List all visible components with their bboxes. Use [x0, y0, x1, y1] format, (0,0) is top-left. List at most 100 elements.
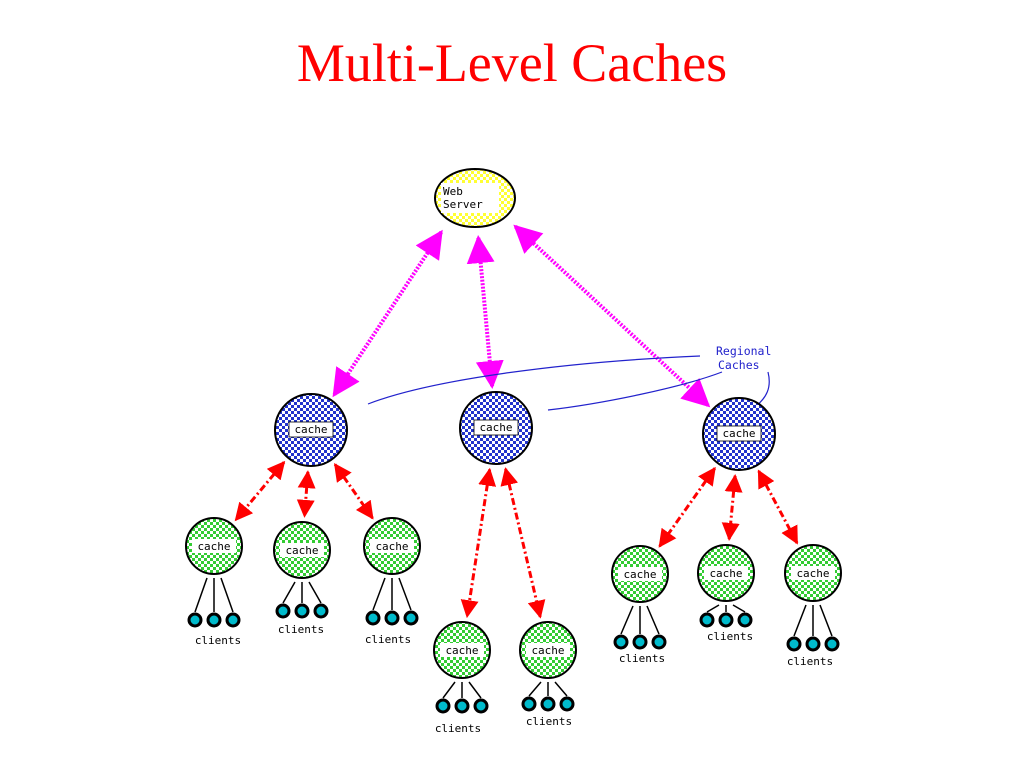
clients-label: clients [435, 722, 481, 735]
annotation-line1: Regional [716, 344, 771, 358]
server-regional-link-3 [513, 224, 711, 408]
client-icon [384, 610, 400, 626]
client-wire [194, 577, 208, 613]
regional-cache-label-box [288, 421, 334, 438]
local-cache-label: cache [197, 540, 230, 553]
client-wire [308, 581, 322, 604]
client-icon [737, 612, 753, 628]
web-server-label-line2: Server [443, 198, 483, 211]
client-wire [620, 605, 634, 635]
annotation-curve-left [367, 355, 701, 405]
regional-local-link-7 [721, 474, 743, 541]
regional-local-link-1 [234, 460, 286, 522]
client-icon [699, 612, 715, 628]
annotation-line2: Caches [718, 358, 760, 372]
client-wire [732, 604, 746, 613]
client-icon [275, 603, 291, 619]
client-icon [473, 698, 489, 714]
regional-local-link-2 [296, 470, 316, 518]
client-icon [613, 634, 629, 650]
client-icon [824, 636, 840, 652]
regional-cache-node-2: cache [459, 391, 533, 465]
client-icon [559, 696, 575, 712]
local-cache-label-box [704, 566, 748, 580]
regional-caches-annotation: Regional Caches [367, 344, 771, 411]
clients-label: clients [365, 633, 411, 646]
client-wire [706, 604, 720, 613]
client-wire [398, 577, 412, 611]
local-cache-label-box [526, 643, 570, 657]
client-icon [651, 634, 667, 650]
regional-cache-node-3: cache [702, 397, 776, 471]
client-wire [554, 681, 568, 697]
client-icon [294, 603, 310, 619]
clients-label: clients [195, 634, 241, 647]
regional-cache-label: cache [294, 423, 327, 436]
server-regional-link-1 [332, 229, 443, 398]
client-icon [365, 610, 381, 626]
page-title: Multi-Level Caches [296, 33, 728, 93]
client-icon [435, 698, 451, 714]
client-wire [793, 604, 807, 637]
local-cache-label-box [280, 543, 324, 557]
client-wire [442, 681, 456, 699]
local-cache-group-6: cache clients [611, 545, 669, 665]
client-icon [225, 612, 241, 628]
regional-cache-label: cache [722, 427, 755, 440]
regional-cache-label-box [473, 419, 519, 436]
regional-local-link-8 [757, 469, 799, 545]
local-cache-label: cache [285, 544, 318, 557]
local-cache-label-box [440, 643, 484, 657]
local-cache-label-box [618, 567, 662, 581]
local-cache-label-box [192, 539, 236, 553]
local-cache-label-box [791, 566, 835, 580]
clients-label: clients [619, 652, 665, 665]
annotation-curve-right [755, 371, 770, 407]
local-cache-label: cache [623, 568, 656, 581]
web-server-label-box [441, 183, 499, 213]
client-wire [819, 604, 833, 637]
client-icon [805, 636, 821, 652]
local-cache-group-1: cache clients [185, 517, 243, 647]
local-cache-label: cache [709, 567, 742, 580]
regional-local-link-4 [460, 467, 497, 619]
regional-cache-label-box [716, 425, 762, 442]
local-cache-group-7: cache clients [697, 544, 755, 643]
clients-label: clients [278, 623, 324, 636]
regional-cache-node-1: cache [274, 393, 348, 467]
client-icon [403, 610, 419, 626]
client-icon [521, 696, 537, 712]
server-regional-link-2 [466, 235, 504, 389]
clients-label: clients [707, 630, 753, 643]
links-layer [234, 224, 799, 619]
clients-label: clients [787, 655, 833, 668]
annotation-curve-middle [547, 371, 723, 411]
client-wire [468, 681, 482, 699]
local-cache-group-3: cache clients [363, 517, 421, 646]
regional-local-link-5 [500, 467, 546, 619]
clients-label: clients [526, 715, 572, 728]
local-cache-label: cache [796, 567, 829, 580]
regional-cache-label: cache [479, 421, 512, 434]
client-icon [786, 636, 802, 652]
client-wire [528, 681, 542, 697]
web-server-label-line1: Web [443, 185, 463, 198]
local-cache-group-4: cache clients [433, 621, 491, 735]
local-cache-label: cache [375, 540, 408, 553]
client-wire [282, 581, 296, 604]
client-wire [372, 577, 386, 611]
client-icon [206, 612, 222, 628]
client-icon [313, 603, 329, 619]
local-cache-label: cache [445, 644, 478, 657]
client-wire [646, 605, 660, 635]
local-cache-label-box [370, 539, 414, 553]
client-icon [454, 698, 470, 714]
client-icon [632, 634, 648, 650]
client-icon [540, 696, 556, 712]
client-icon [718, 612, 734, 628]
client-icon [187, 612, 203, 628]
